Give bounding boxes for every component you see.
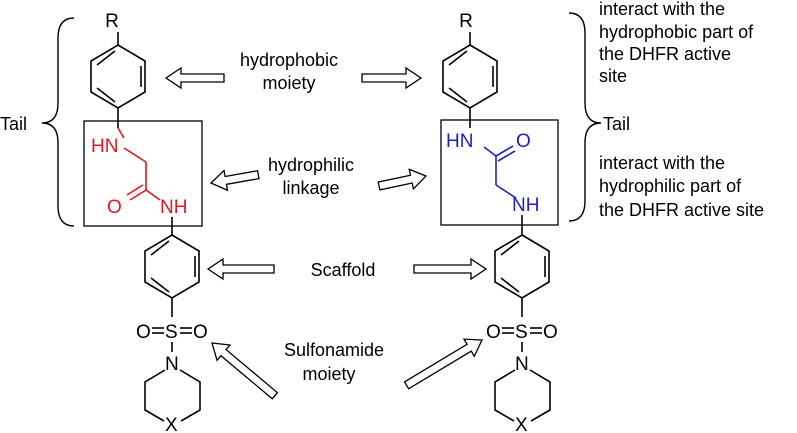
left-linker-hn: HN [91, 136, 118, 157]
right-molecule: R HN O NH O [440, 11, 559, 433]
hydrophilic-right-arrow [377, 168, 428, 191]
right-sulfonyl-o2: O [543, 322, 558, 343]
left-tail-brace [41, 17, 75, 227]
right-sulfonyl-group: O S O [486, 322, 558, 343]
hydrophobic-label-line1: hydrophobic [240, 50, 338, 70]
hydrophobic-note-line4: site [599, 66, 627, 86]
hydrophilic-note-line2: hydrophilic part of [599, 176, 742, 196]
left-linker-bond [117, 127, 125, 139]
left-tail-label: Tail [0, 114, 27, 134]
left-hydrophilic-linker: HN O NH [91, 127, 187, 218]
left-piperidine-ring [144, 369, 201, 422]
left-n-atom: N [165, 354, 179, 375]
hydrophobic-note-line2: hydrophobic part of [599, 22, 754, 42]
scaffold-label: Scaffold [311, 260, 376, 280]
left-sulfonyl-o2: O [193, 322, 208, 343]
right-tail-label: Tail [603, 114, 630, 134]
hydrophobic-note-line3: the DHFR active [599, 44, 731, 64]
sulfonamide-right-arrow [403, 338, 484, 390]
left-linker-o: O [107, 197, 122, 218]
hydrophobic-label-line2: moiety [262, 73, 315, 93]
right-sulfonyl-s: S [515, 322, 528, 343]
right-r-group: R [459, 11, 473, 32]
hydrophilic-note-line1: interact with the [599, 153, 725, 173]
scaffold-right-arrow [413, 257, 488, 281]
sulfonamide-label-line2: moiety [302, 364, 355, 384]
right-tail-brace [568, 12, 602, 222]
left-sulfonyl-s: S [165, 322, 178, 343]
left-sulfonyl-group: O S O [136, 322, 208, 343]
right-linker-o: O [516, 131, 531, 152]
right-top-benzene-ring [442, 44, 498, 109]
hydrophilic-note-line3: the DHFR active site [599, 200, 764, 220]
right-sulfonyl-o1: O [486, 322, 501, 343]
left-scaffold-benzene-ring [144, 234, 200, 299]
hydrophilic-label-line2: linkage [282, 178, 339, 198]
left-x-atom: X [165, 415, 178, 433]
right-hydrophilic-linker: HN O NH [446, 131, 539, 216]
hydrophilic-label-line1: hydrophilic [268, 155, 354, 175]
sulfonamide-label-line1: Sulfonamide [284, 340, 384, 360]
hydrophobic-interaction-note: interact with the hydrophobic part of th… [599, 0, 754, 86]
right-linker-hn: HN [446, 131, 473, 152]
right-n-atom: N [515, 354, 529, 375]
right-linker-nh: NH [512, 195, 539, 216]
left-r-group: R [105, 11, 119, 32]
left-sulfonyl-o1: O [136, 322, 151, 343]
right-linker-box [440, 119, 559, 226]
left-top-benzene-ring [90, 44, 146, 109]
hydrophobic-left-arrow [164, 66, 225, 90]
hydrophobic-right-arrow [361, 66, 423, 90]
hydrophobic-note-line1: interact with the [599, 0, 725, 19]
left-molecule: R HN O NH [83, 11, 208, 433]
hydrophilic-left-arrow [209, 169, 260, 192]
right-piperidine-ring [494, 369, 551, 422]
right-x-atom: X [515, 415, 528, 433]
scaffold-left-arrow [206, 257, 275, 281]
left-linker-nh: NH [160, 197, 187, 218]
left-linker-box [83, 120, 203, 227]
right-scaffold-benzene-ring [494, 234, 550, 299]
sulfonamide-left-arrow [211, 342, 279, 400]
hydrophilic-interaction-note: interact with the hydrophilic part of th… [599, 153, 764, 220]
